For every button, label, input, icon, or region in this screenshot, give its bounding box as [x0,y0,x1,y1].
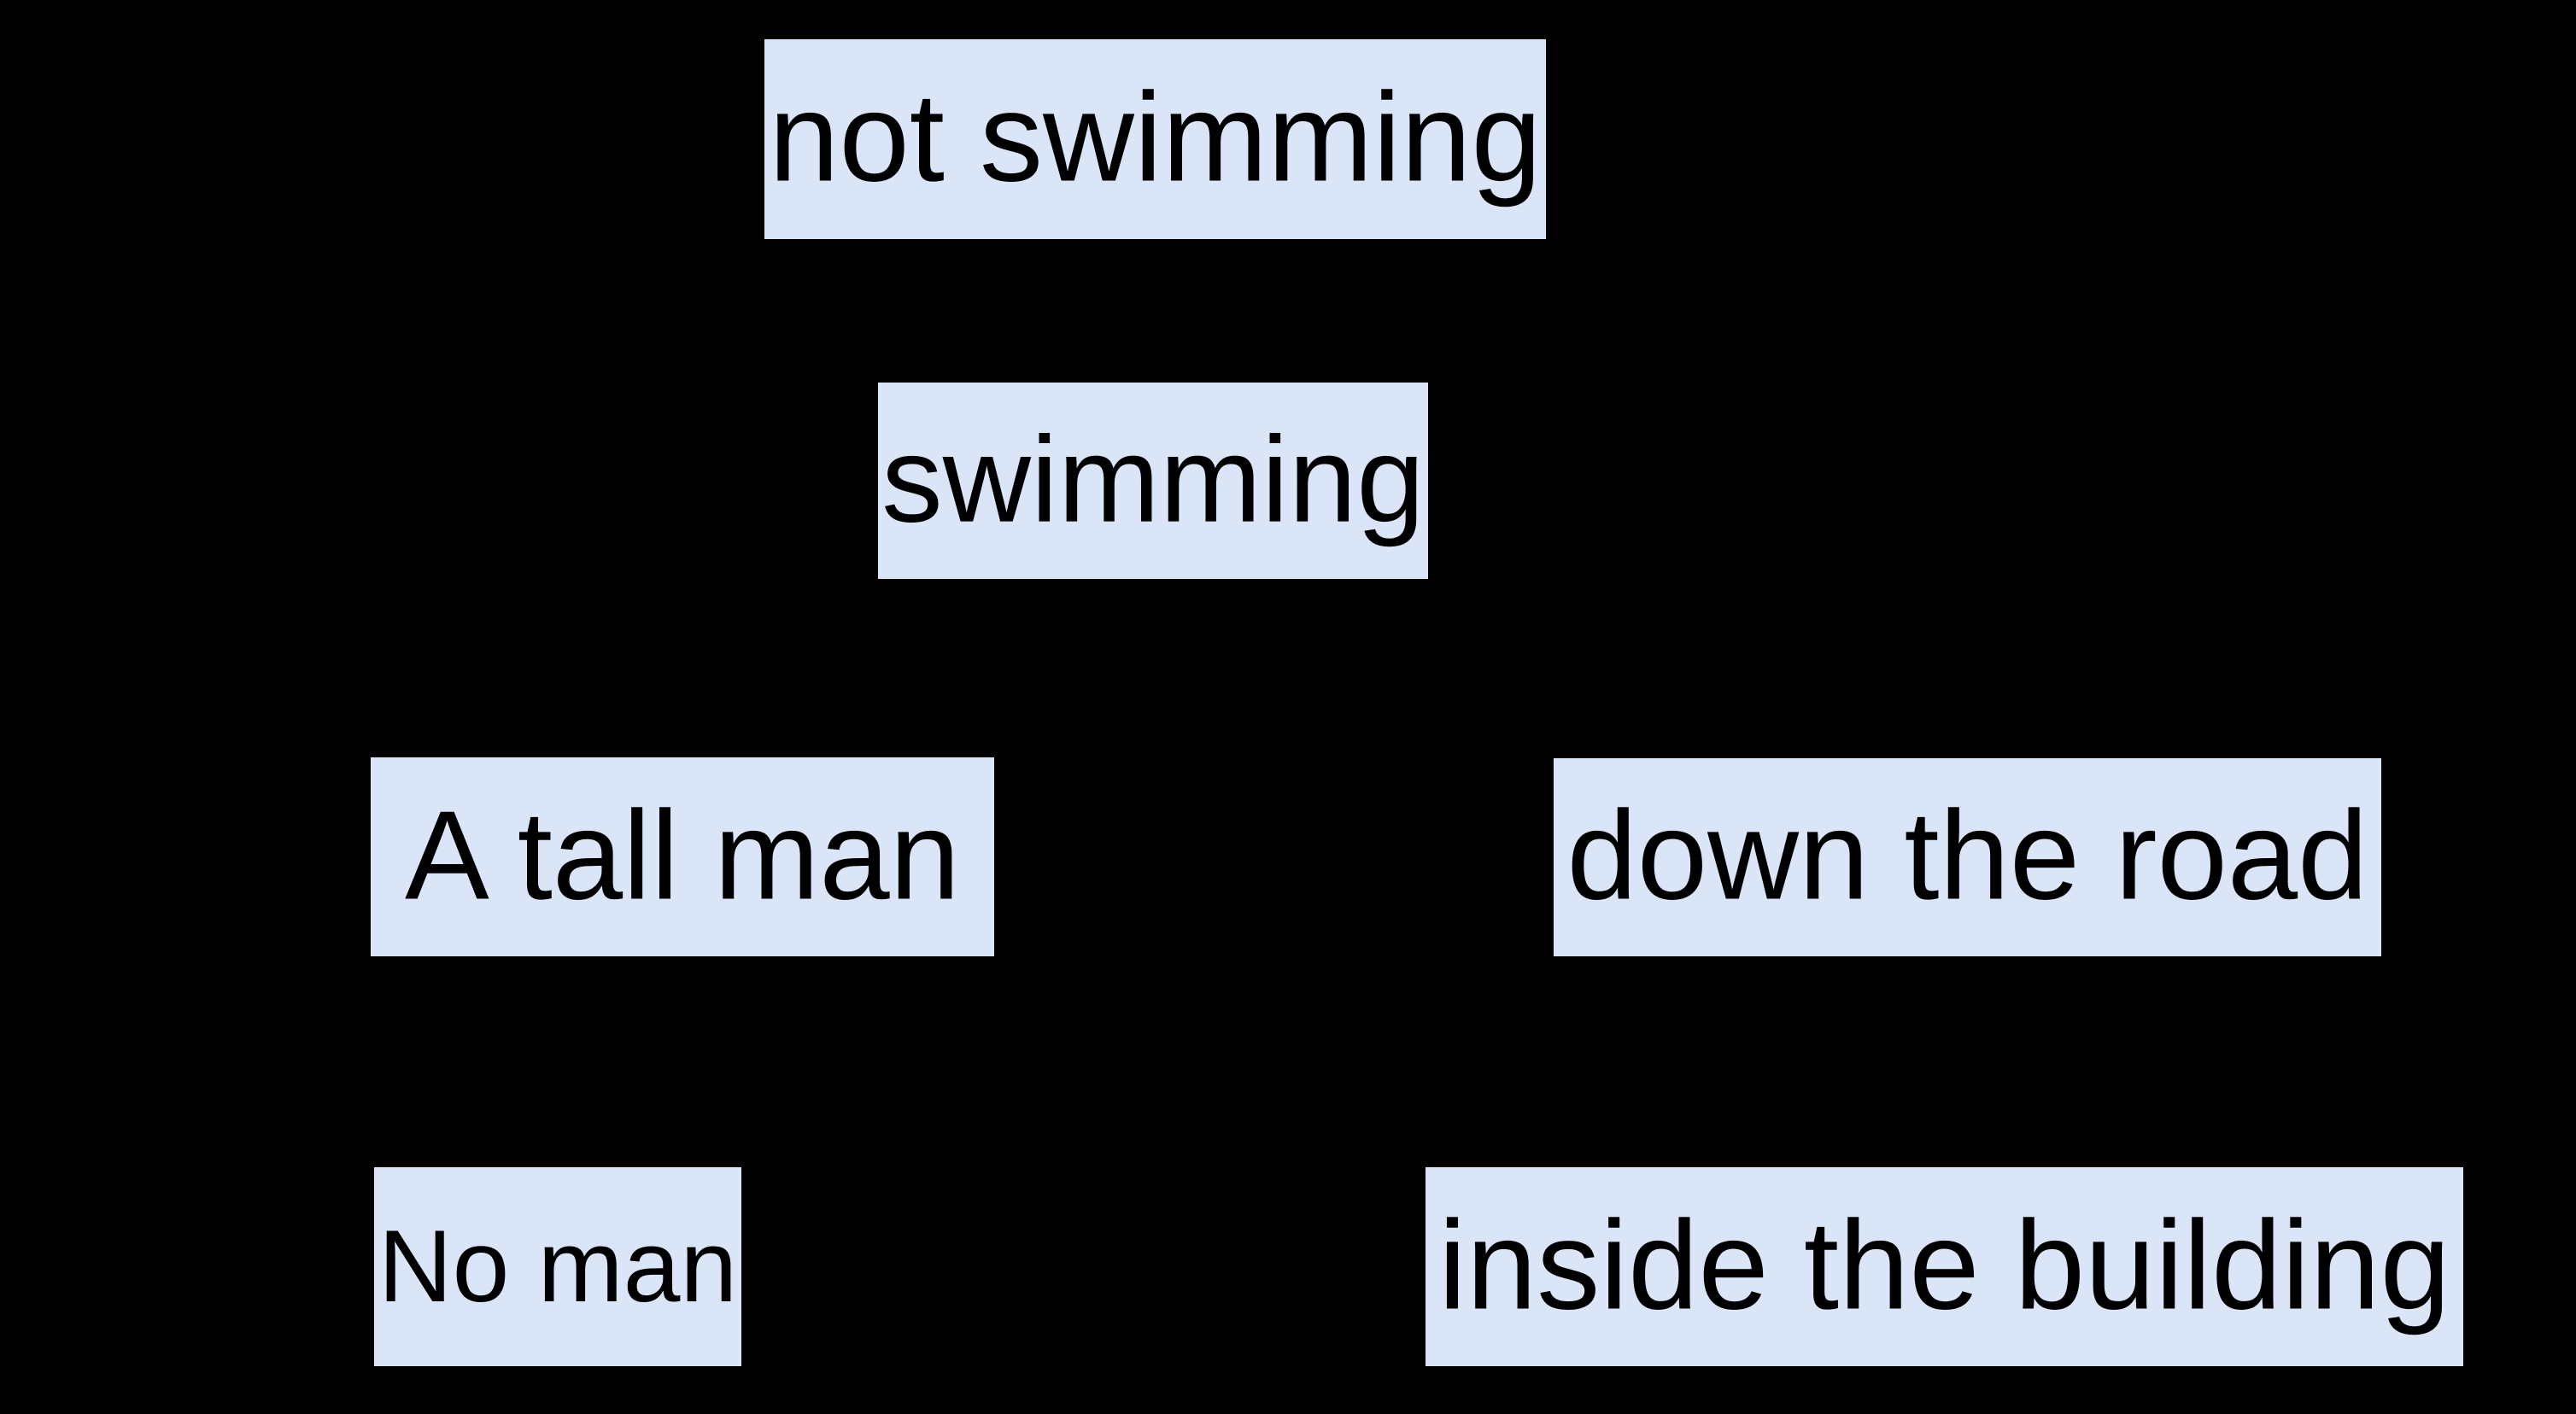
phrase-box-no-man[interactable]: No man [374,1167,741,1366]
phrase-label-a-tall-man: A tall man [405,785,960,926]
phrase-box-swimming[interactable]: swimming [878,383,1428,579]
phrase-label-inside-the-building: inside the building [1438,1195,2450,1336]
phrase-box-a-tall-man[interactable]: A tall man [371,757,994,956]
phrase-label-swimming: swimming [881,412,1425,548]
phrase-box-inside-the-building[interactable]: inside the building [1426,1167,2463,1366]
phrase-label-no-man: No man [378,1208,738,1323]
phrase-label-not-swimming: not swimming [769,67,1542,208]
phrase-box-not-swimming[interactable]: not swimming [764,39,1546,239]
phrase-label-down-the-road: down the road [1566,785,2368,926]
phrase-box-down-the-road[interactable]: down the road [1554,758,2381,956]
